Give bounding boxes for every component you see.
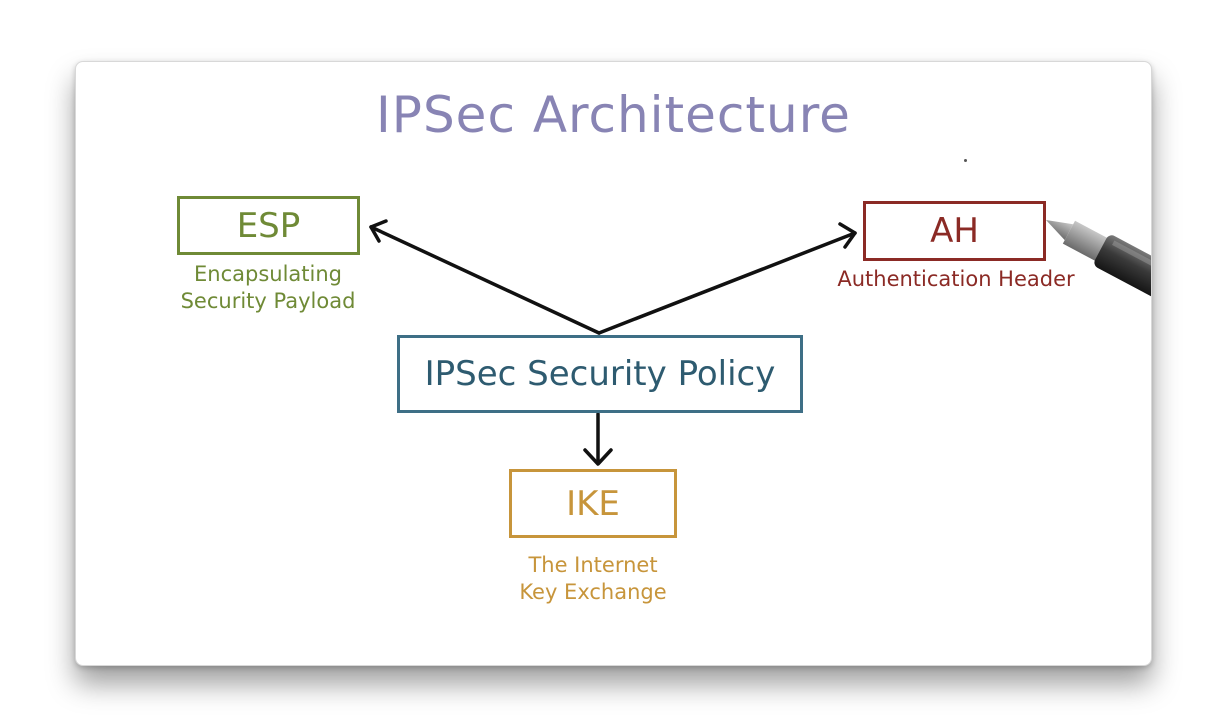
arrow-policy-to-esp xyxy=(369,225,601,335)
arrowhead-esp xyxy=(369,219,388,243)
arrow-policy-to-ah xyxy=(597,231,857,335)
pen-icon xyxy=(1046,220,1151,306)
policy-label: IPSec Security Policy xyxy=(424,354,776,394)
esp-caption-line1: Encapsulating xyxy=(194,262,342,286)
ah-label: AH xyxy=(930,211,979,251)
ah-caption: Authentication Header xyxy=(837,267,1075,291)
ike-caption: The Internet Key Exchange xyxy=(493,552,693,606)
ink-dot xyxy=(964,159,967,162)
arrowhead-ike xyxy=(583,448,613,466)
diagram-title: IPSec Architecture xyxy=(376,86,851,144)
arrowhead-ah xyxy=(838,222,857,249)
ike-caption-line2: Key Exchange xyxy=(519,580,667,604)
esp-caption-line2: Security Payload xyxy=(180,289,356,313)
ike-caption-line1: The Internet xyxy=(528,553,658,577)
esp-label: ESP xyxy=(236,205,301,246)
diagram-arrows xyxy=(369,219,857,466)
ike-label: IKE xyxy=(566,483,620,524)
policy-node: IPSec Security Policy xyxy=(397,335,803,413)
ike-node: IKE xyxy=(509,469,677,538)
diagram-canvas: IPSec Architecture ESP Encapsulating Sec… xyxy=(75,61,1152,666)
esp-caption: Encapsulating Security Payload xyxy=(168,261,368,315)
esp-node: ESP xyxy=(177,196,360,255)
ah-node: AH xyxy=(863,201,1046,261)
